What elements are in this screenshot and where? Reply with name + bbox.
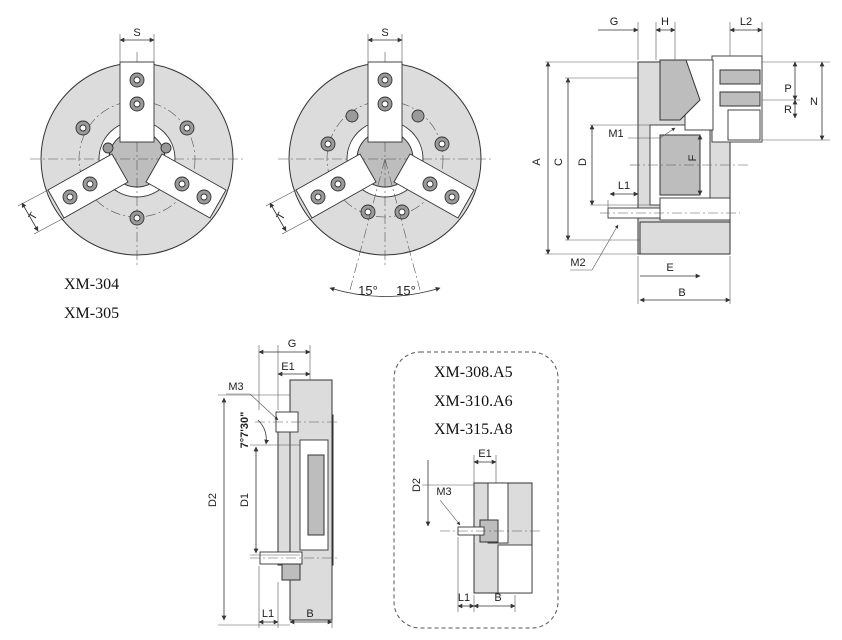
- side-m1-label: M1: [608, 128, 623, 140]
- section-d2-label: D2: [207, 493, 219, 507]
- inset-l1-label: L1: [458, 592, 470, 604]
- section-b-label: B: [306, 608, 313, 620]
- front-view-chuck-2: S T 15° 15°: [265, 27, 492, 298]
- section-d1-label: D1: [239, 493, 251, 507]
- inset-b-label: B: [494, 592, 501, 604]
- side-f-label: F: [687, 154, 699, 161]
- front-view-chuck-1: S T: [17, 27, 245, 265]
- side-e-label: E: [666, 262, 673, 274]
- section-view-chuck: G E1 M3 7°7'30" D2 D1 L1 B: [207, 338, 340, 628]
- side-m2-label: M2: [570, 257, 585, 269]
- front2-angle-left: 15°: [358, 283, 378, 298]
- front2-t-label: T: [275, 210, 289, 222]
- section-m3-label: M3: [228, 381, 243, 393]
- side-l2-label: L2: [740, 16, 752, 28]
- front2-angle-right: 15°: [396, 283, 416, 298]
- model-xm-304: XM-304: [64, 276, 119, 293]
- side-h-label: H: [661, 16, 669, 28]
- model-xm-310-a6: XM-310.A6: [434, 393, 513, 410]
- section-g-label: G: [288, 338, 297, 350]
- side-c-label: C: [553, 158, 565, 166]
- side-g-label: G: [610, 16, 619, 28]
- front1-s-label: S: [133, 27, 140, 39]
- inset-panel: XM-308.A5 XM-310.A6 XM-315.A8 E1 D2 M3 L…: [393, 351, 559, 629]
- inset-d2-label: D2: [411, 478, 423, 492]
- side-p-label: P: [784, 83, 791, 95]
- side-b-label: B: [678, 287, 685, 299]
- side-n-label: N: [810, 96, 818, 108]
- section-l1-label: L1: [262, 608, 274, 620]
- side-view-chuck: G H L2 P R N A C D F M1 L1: [531, 16, 830, 304]
- inset-m3-label: M3: [436, 486, 451, 498]
- side-a-label: A: [531, 158, 543, 166]
- front1-t-label: T: [27, 210, 41, 222]
- section-angle-label: 7°7'30": [239, 412, 251, 449]
- front2-s-label: S: [381, 27, 388, 39]
- section-e1-label: E1: [281, 361, 294, 373]
- model-xm-305: XM-305: [64, 305, 119, 322]
- model-xm-308-a5: XM-308.A5: [434, 364, 513, 381]
- side-d-label: D: [577, 158, 589, 166]
- inset-e1-label: E1: [478, 448, 491, 460]
- side-r-label: R: [784, 104, 792, 116]
- side-l1-label: L1: [618, 180, 630, 192]
- model-xm-315-a8: XM-315.A8: [434, 421, 513, 438]
